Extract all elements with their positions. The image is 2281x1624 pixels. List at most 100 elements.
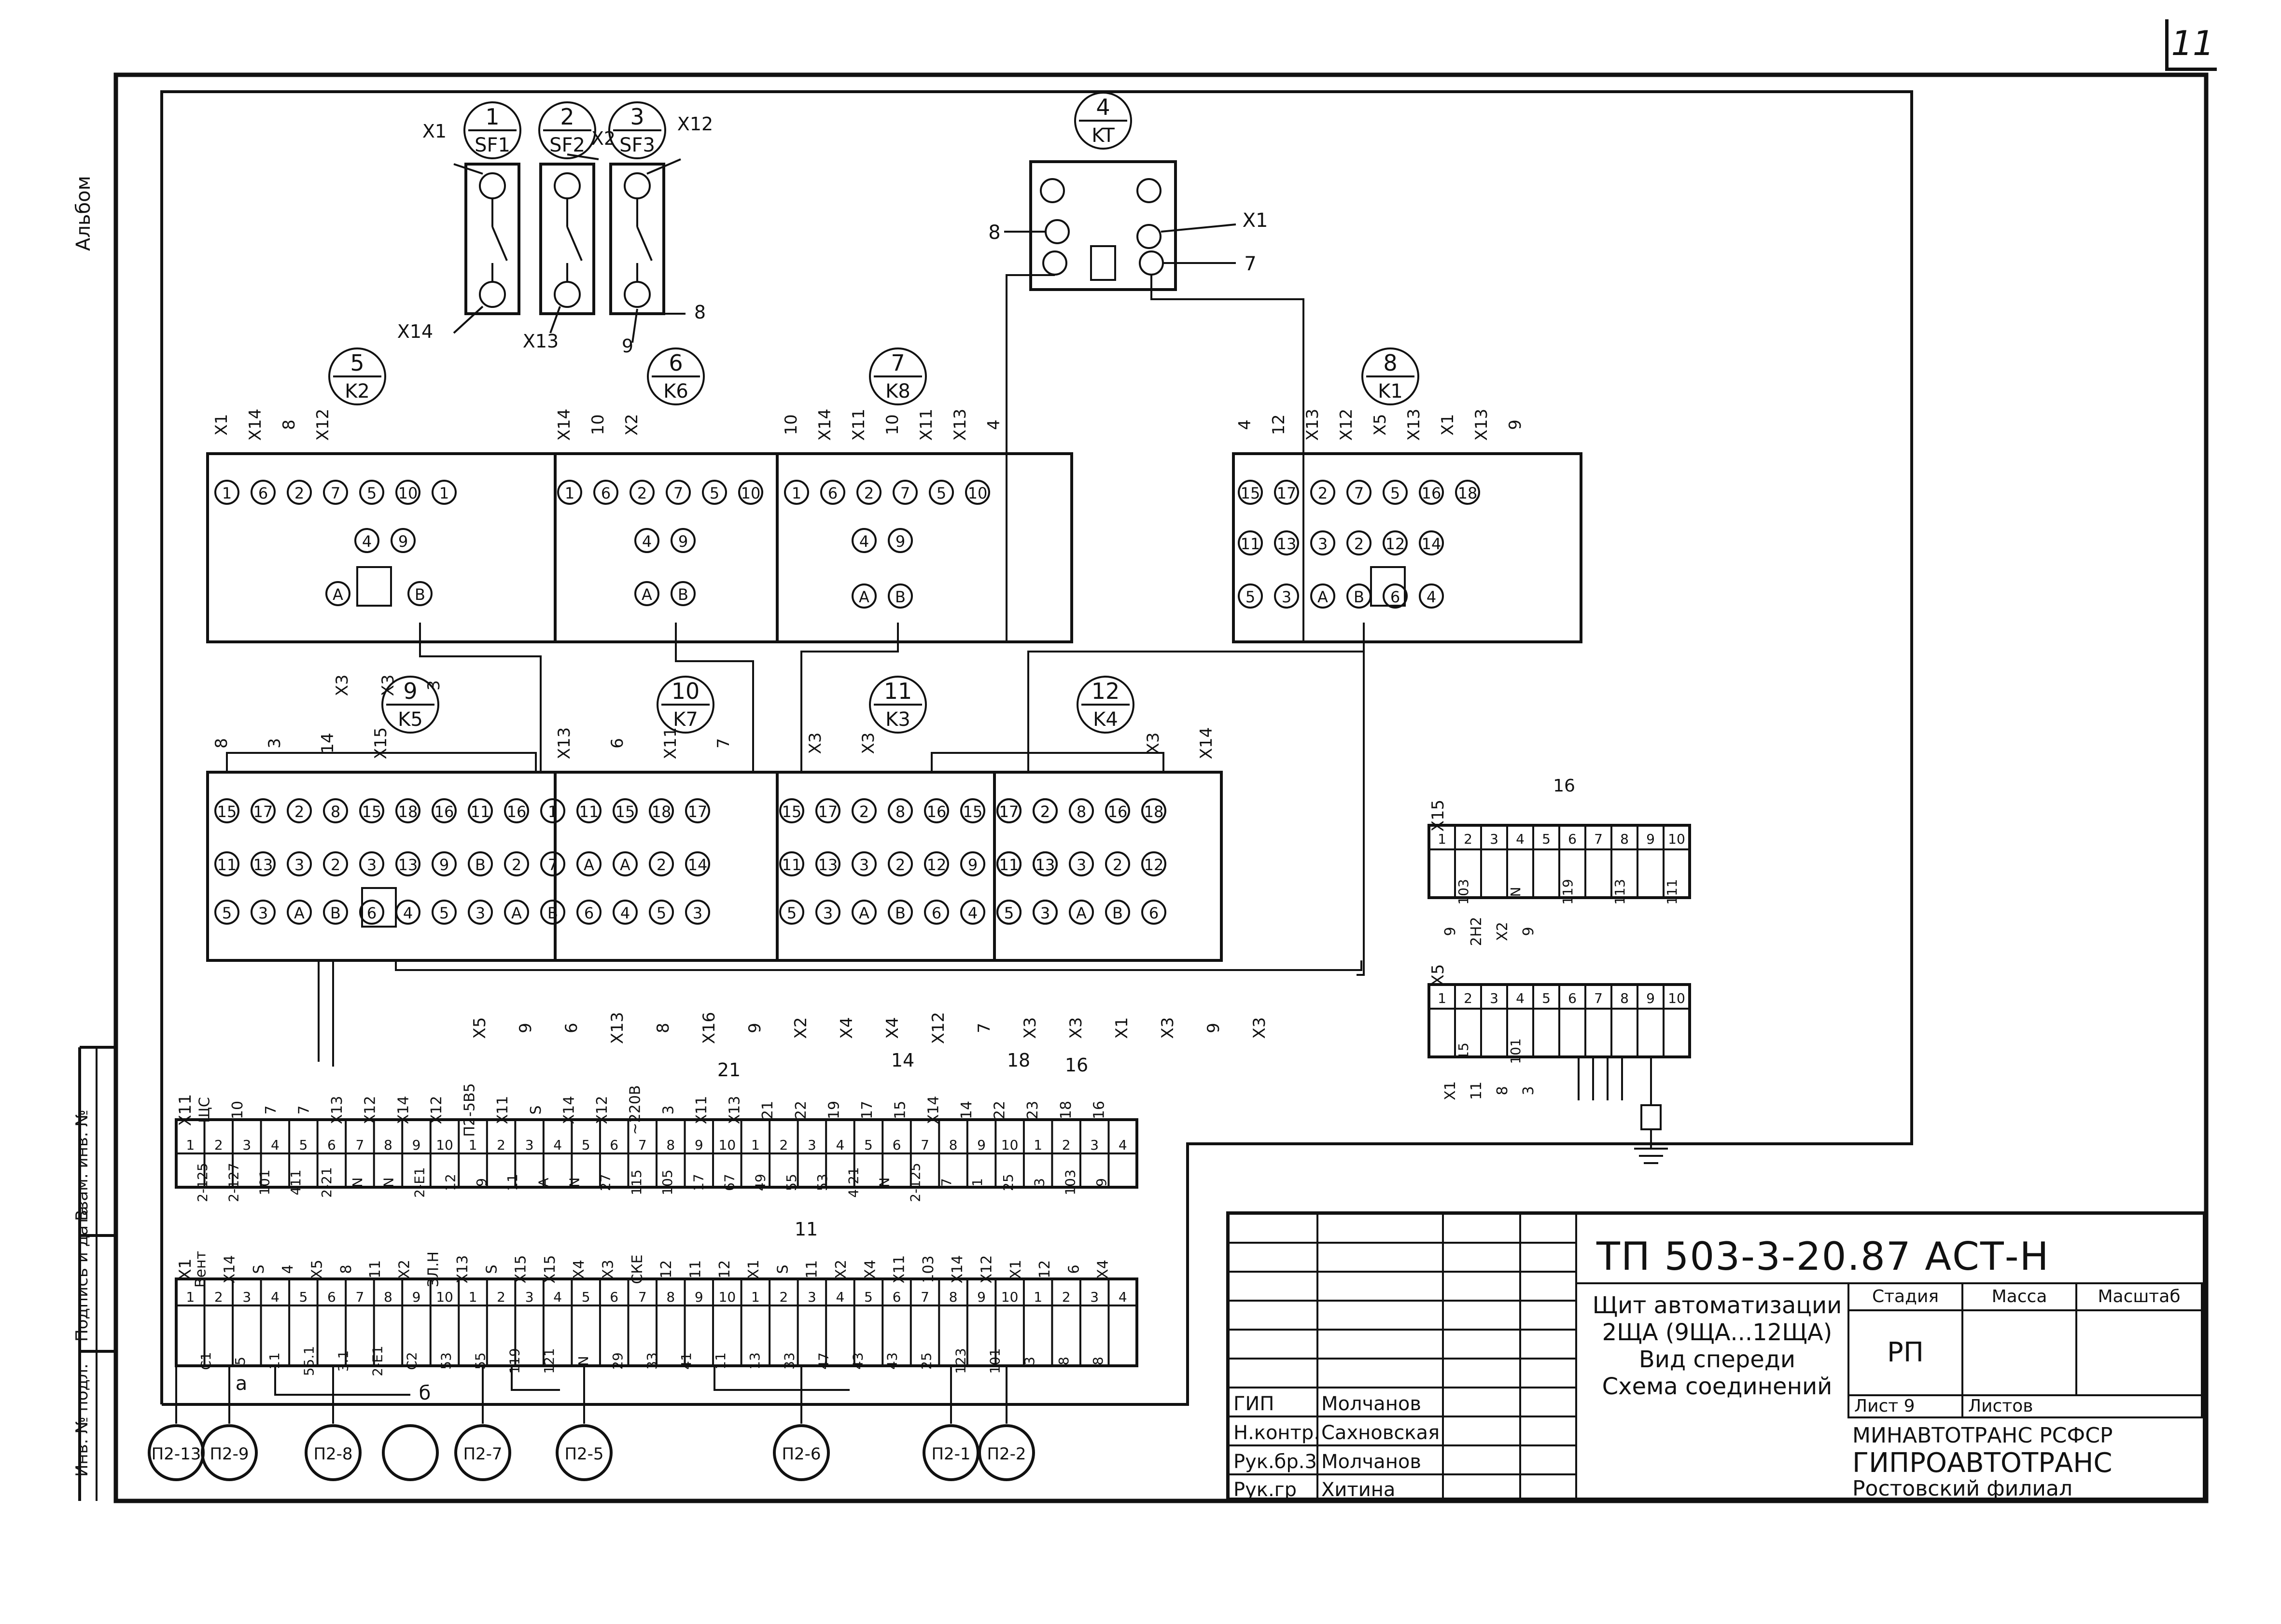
relay-terminal-label: B bbox=[895, 904, 906, 922]
small-x5-name: X5 bbox=[1428, 964, 1448, 986]
relay-terminal: 16 bbox=[432, 798, 457, 823]
relay-terminal: 2 bbox=[852, 798, 877, 823]
strip-cell-number: 6 bbox=[610, 1137, 618, 1153]
relay-terminal: 8 bbox=[323, 798, 348, 823]
relay-terminal: 1 bbox=[540, 798, 565, 823]
strip-a-bottom-label: 25 bbox=[1000, 1174, 1016, 1191]
small-x15-number: 7 bbox=[1594, 831, 1603, 847]
mass-value bbox=[1961, 1309, 2077, 1396]
relay-terminal-label: 2 bbox=[864, 484, 874, 502]
small-x15-cell: N bbox=[1508, 887, 1524, 897]
relay-terminal: 2 bbox=[504, 851, 529, 876]
relay-terminal-label: 7 bbox=[1354, 484, 1364, 502]
relay-terminal-label: 5 bbox=[787, 904, 797, 922]
relay-terminal: 15 bbox=[779, 798, 804, 823]
relay-terminal-label: B bbox=[330, 904, 341, 922]
strip-a-top-label: 14 bbox=[958, 1101, 975, 1119]
small-group-label: 16 bbox=[1553, 776, 1575, 796]
strip-cell-number: 4 bbox=[836, 1289, 845, 1305]
relay-terminal: 15 bbox=[613, 798, 638, 823]
relay-block-middle bbox=[206, 771, 1223, 962]
strip-a-top-label: 19 bbox=[826, 1101, 842, 1119]
strip-cell-number: 2 bbox=[1062, 1137, 1071, 1153]
strip-a-top-label: 10 bbox=[229, 1101, 246, 1119]
relay-terminal: 8 bbox=[1069, 798, 1094, 823]
relay-terminal: 3 bbox=[1069, 851, 1094, 876]
relay-wire-label-top: X1 bbox=[1438, 414, 1457, 436]
relay-terminal-label: 17 bbox=[1277, 484, 1297, 502]
strip-b-top-label: X2 bbox=[396, 1260, 413, 1279]
plug-label: П2-8 bbox=[313, 1444, 352, 1464]
strip-b-bottom-label: 43 bbox=[884, 1352, 900, 1370]
strip-a-top-label: 23 bbox=[1024, 1101, 1041, 1119]
doc-title-line-3: Вид спереди bbox=[1638, 1346, 1796, 1373]
relay-terminal: 8 bbox=[888, 798, 913, 823]
strip-cell-number: 1 bbox=[751, 1289, 760, 1305]
relay-terminal: 5 bbox=[432, 900, 457, 925]
strip-cell-number: 1 bbox=[751, 1137, 760, 1153]
strip-a-top-label: X14 bbox=[560, 1096, 577, 1124]
strip-cell-number: 1 bbox=[1034, 1137, 1042, 1153]
relay-terminal: 4 bbox=[1419, 583, 1444, 609]
strip-a-bottom-label: 17 bbox=[690, 1174, 706, 1191]
relay-terminal-label: 2 bbox=[1040, 803, 1050, 821]
relay-terminal-label: 11 bbox=[782, 856, 802, 874]
relay-terminal: 9 bbox=[888, 528, 913, 553]
strip-a-top-label: X11 bbox=[494, 1096, 511, 1124]
strip-b-bottom-label: 8 bbox=[1056, 1357, 1072, 1365]
relay-terminal: 3 bbox=[815, 900, 840, 925]
device-code: K1 bbox=[1378, 380, 1403, 403]
relay-terminal-label: 18 bbox=[652, 803, 672, 821]
strip-a-top-label: 21 bbox=[759, 1101, 776, 1119]
strip-b-top-label: 4 bbox=[280, 1264, 296, 1274]
timer-relay-kt bbox=[1004, 160, 1304, 642]
strip-cell-number: 9 bbox=[977, 1137, 986, 1153]
strip-a-bottom-label: 105 bbox=[659, 1169, 675, 1195]
relay-wire-label-top: X5 bbox=[1371, 414, 1390, 436]
relay-terminal: 15 bbox=[214, 798, 239, 823]
strip-cell-number: 4 bbox=[553, 1137, 562, 1153]
relay-terminal: 4 bbox=[852, 528, 877, 553]
relay-terminal-label: 18 bbox=[1458, 484, 1478, 502]
relay-terminal: 12 bbox=[924, 851, 949, 876]
relay-terminal-label: B bbox=[895, 588, 906, 606]
stage-value: РП bbox=[1847, 1309, 1963, 1396]
breaker-wire-label: X1 bbox=[422, 121, 447, 142]
mass-label: Масса bbox=[1961, 1282, 2077, 1311]
strip-cell-number: 7 bbox=[356, 1289, 364, 1305]
relay-terminal: 7 bbox=[1346, 480, 1371, 505]
relay-wire-label-top: 12 bbox=[1269, 414, 1288, 435]
strip-b-bottom-label: 41 bbox=[678, 1352, 694, 1370]
strip-b-top-label: X15 bbox=[542, 1255, 559, 1284]
relay-wire-label-top: 8 bbox=[280, 419, 299, 430]
strip-b-top-label: X1 bbox=[1008, 1260, 1024, 1279]
relay-wire-label-bottom: X4 bbox=[837, 1017, 856, 1039]
relay-wire-label-top: X11 bbox=[917, 409, 936, 441]
strip-b-top-label: X4 bbox=[571, 1260, 588, 1279]
relay-terminal: 14 bbox=[1419, 530, 1444, 555]
scale-label: Масштаб bbox=[2075, 1282, 2203, 1311]
device-code: K7 bbox=[673, 708, 698, 731]
strip-cell-number: 5 bbox=[299, 1289, 308, 1305]
strip-cell-number: 6 bbox=[327, 1137, 336, 1153]
relay-wire-label-mid: 3 bbox=[265, 738, 284, 749]
strip-cell-number: 8 bbox=[949, 1289, 958, 1305]
relay-terminal: 4 bbox=[613, 900, 638, 925]
device-marker-k8: 7K8 bbox=[869, 347, 927, 405]
relay-terminal: B bbox=[540, 900, 565, 925]
strip-cell-number: 6 bbox=[327, 1289, 336, 1305]
name-rukgr: Хитина bbox=[1321, 1479, 1396, 1501]
role-rukgr: Рук.гр bbox=[1233, 1479, 1297, 1501]
strip-b-bottom-label: 47 bbox=[815, 1352, 831, 1370]
strip-cell-number: 7 bbox=[638, 1289, 647, 1305]
strip-a-bottom-label: 2-21 bbox=[319, 1167, 335, 1198]
strip-cell-number: 1 bbox=[186, 1289, 195, 1305]
relay-terminal-label: 16 bbox=[434, 803, 454, 821]
relay-terminal: 4 bbox=[395, 900, 420, 925]
strip-cell-number: 3 bbox=[808, 1289, 816, 1305]
relay-terminal-label: 3 bbox=[859, 856, 869, 874]
device-code: K4 bbox=[1093, 708, 1118, 731]
relay-wire-label-bottom: X16 bbox=[700, 1012, 719, 1044]
